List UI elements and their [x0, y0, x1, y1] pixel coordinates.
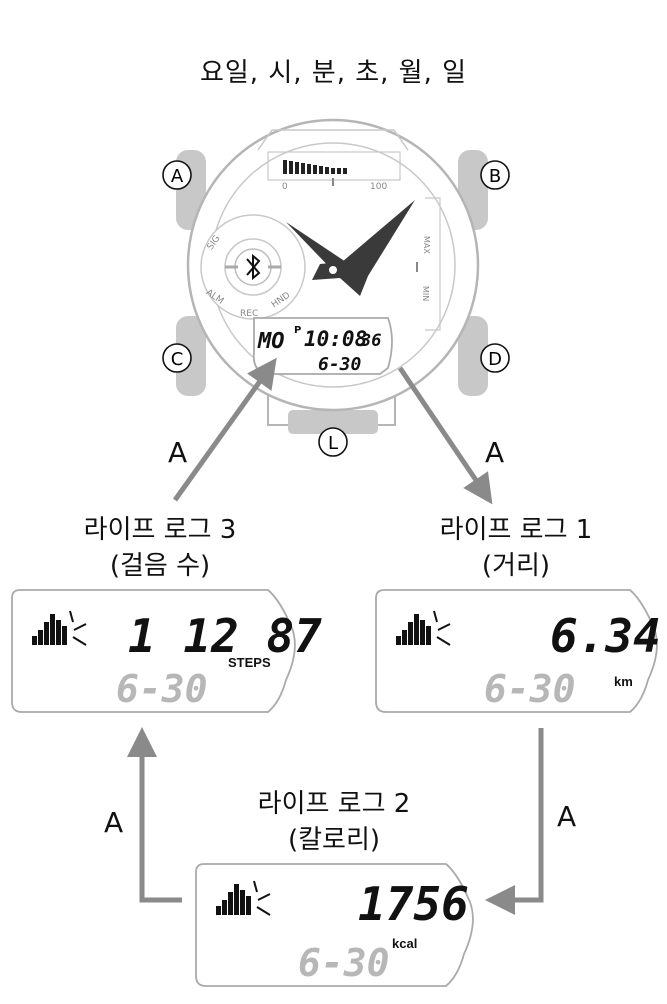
label-b: B: [489, 166, 501, 187]
distance-unit: km: [614, 674, 633, 689]
distance-date: 6-30: [484, 667, 576, 711]
arrow-label-right: A: [485, 436, 505, 469]
arrow-label-right-vertical: A: [557, 800, 577, 833]
lcd-day: MO: [257, 329, 285, 354]
caption-steps-title: 라이프 로그 3: [83, 515, 237, 545]
caption-calories: 라이프 로그 2 (칼로리): [214, 786, 454, 858]
distance-value: 6.34: [550, 609, 661, 663]
caption-steps: 라이프 로그 3 (걸음 수): [40, 512, 280, 584]
calories-unit: kcal: [392, 936, 417, 951]
lcd-pm: P: [294, 325, 301, 336]
label-c: C: [171, 349, 184, 370]
lcd-steps: 1 12 87 STEPS 6-30: [11, 589, 322, 713]
steps-value: 1 12 87: [128, 609, 322, 663]
arrow-distance-to-calories: [485, 728, 544, 915]
calories-value: 1756: [358, 877, 469, 931]
watch: 0 100 SIG ALM REC HND MAX MIN MO P 10:08…: [162, 118, 510, 457]
caption-calories-subtitle: (칼로리): [287, 825, 381, 855]
steps-unit: STEPS: [228, 655, 271, 670]
arrow-calories-to-steps: [127, 727, 182, 903]
lcd-calories: 1756 kcal 6-30: [195, 863, 474, 987]
label-d: D: [488, 349, 502, 370]
arrow-label-left-vertical: A: [104, 806, 124, 839]
activity-icon: [396, 610, 451, 646]
arrow-from-watch: [397, 366, 493, 505]
arrow-label-left: A: [168, 436, 188, 469]
lcd-distance: 6.34 km 6-30: [375, 589, 661, 713]
label-l: L: [328, 433, 338, 454]
lcd-date: 6-30: [318, 354, 362, 375]
caption-distance: 라이프 로그 1 (거리): [396, 512, 636, 584]
caption-calories-title: 라이프 로그 2: [257, 789, 411, 819]
steps-date: 6-30: [116, 667, 208, 711]
hour-hand: [286, 222, 346, 276]
caption-steps-subtitle: (걸음 수): [109, 551, 211, 581]
side-label-min: MIN: [421, 286, 430, 301]
activity-icon: [32, 610, 87, 646]
gauge-min-label: 0: [282, 182, 288, 192]
side-label-max: MAX: [422, 236, 431, 254]
page-title: 요일, 시, 분, 초, 월, 일: [199, 58, 468, 88]
activity-icon: [216, 880, 271, 916]
gauge-max-label: 100: [370, 182, 387, 192]
button-l[interactable]: [288, 410, 378, 434]
gauge-bar: [283, 160, 347, 174]
lcd-seconds: 36: [360, 331, 381, 351]
caption-distance-subtitle: (거리): [481, 551, 551, 581]
label-a: A: [171, 166, 184, 187]
arrow-to-watch: [172, 357, 277, 502]
caption-distance-title: 라이프 로그 1: [439, 515, 593, 545]
ring-label-rec: REC: [240, 309, 258, 319]
calories-date: 6-30: [298, 941, 390, 985]
lcd-time: 10:08: [304, 327, 367, 351]
bluetooth-icon: [246, 253, 261, 281]
button-d[interactable]: [458, 316, 488, 396]
